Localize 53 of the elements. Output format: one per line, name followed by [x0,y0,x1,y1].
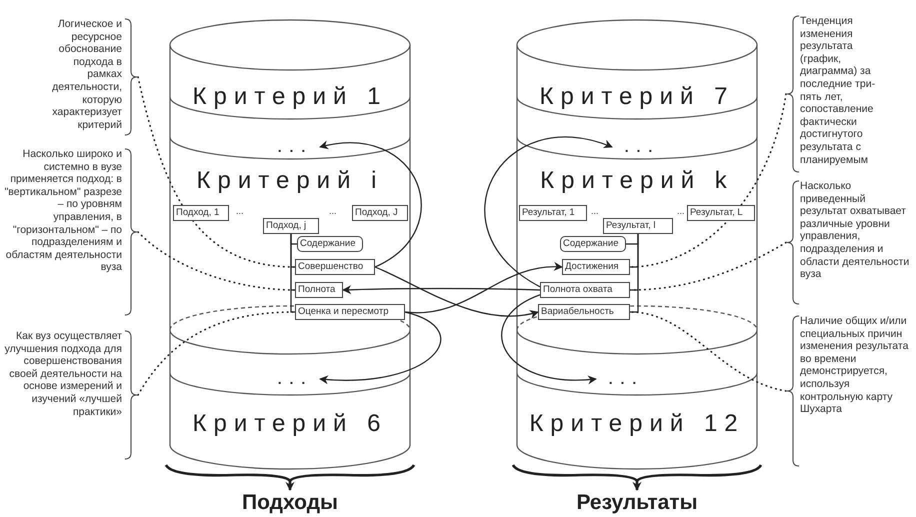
ellipsis-text: . . . [596,370,651,388]
leader-line [137,231,296,291]
note-text: Насколько широко и системно в вузе применяется подход: в "вертикальном" разрезе – по уровням управления, в "горизонтальном" – по подразделениям и областям деятельности вуза [4,148,122,274]
tree-connector [630,234,639,313]
ellipsis-text: ... [591,206,599,216]
element-box: Вариабельность [538,304,630,320]
ellipsis-text: . . . [612,138,667,156]
element-box: Подход, 1 [173,205,229,221]
curved-arrow [404,262,563,314]
criterion-label: Критерий i [172,162,408,202]
element-box: Содержание [297,236,363,252]
curved-arrow [501,294,597,384]
element-box: Результат, 1 [519,205,587,221]
element-box: Совершенство [295,259,375,275]
ellipsis-text: ... [677,206,685,216]
ellipsis-text: ... [329,206,337,216]
note-text: Логическое и ресурсное обоснование подхода в рамках деятельности, которую характеризует критерий [51,18,122,132]
curved-arrow [484,136,613,288]
criterion-label: Критерий 12 [519,405,755,443]
element-box: Оценка и пересмотр [295,304,405,320]
element-box: Полнота охвата [540,282,630,298]
arrow [286,480,294,491]
leader-line [137,311,296,396]
criterion-label: Критерий k [519,162,755,202]
note-text: Как вуз осуществляет улучшения подхода для совершенствования своей деятельности на основе измерений и изучений «лучшей практики» [4,330,122,418]
leader-line [629,311,787,392]
leader-line [137,76,296,268]
section-title: Результаты [537,490,737,516]
leader-line [629,93,787,268]
element-box: Результат, L [687,205,755,221]
criterion-label: Критерий 6 [172,405,408,443]
element-box: Подход, J [352,205,408,221]
ellipsis-text: . . . [265,138,320,156]
leader-line [629,242,787,291]
curved-arrow [342,285,540,294]
criterion-label: Критерий 1 [172,78,408,116]
section-title: Подходы [200,490,380,516]
element-box: Полнота [295,282,343,298]
note-text: Наличие общих и/или специальных причин изменения результата во времени демонстрируется, используя контрольную карту Шухарта [800,315,910,416]
curved-arrow [374,266,539,318]
note-text: Тенденция изменения результата (график, диаграмма) за последние три-пять лет, сопоставление фактически достигнутого результата с планируемым [800,15,876,166]
ellipsis-text: ... [236,206,244,216]
element-box: Содержание [560,236,626,252]
tree-connector [290,234,295,313]
curved-arrow [319,311,442,384]
element-box: Достижения [562,259,630,275]
element-box: Подход, j [263,218,319,234]
ellipsis-text: . . . [265,370,320,388]
criterion-label: Критерий 7 [519,78,755,116]
note-text: Насколько приведенный результат охватывает различные уровни управления, подразделения и области деятельности вуза [800,180,910,281]
curved-arrow [319,141,422,268]
element-box: Результат, l [603,218,673,234]
arrow [632,480,642,491]
